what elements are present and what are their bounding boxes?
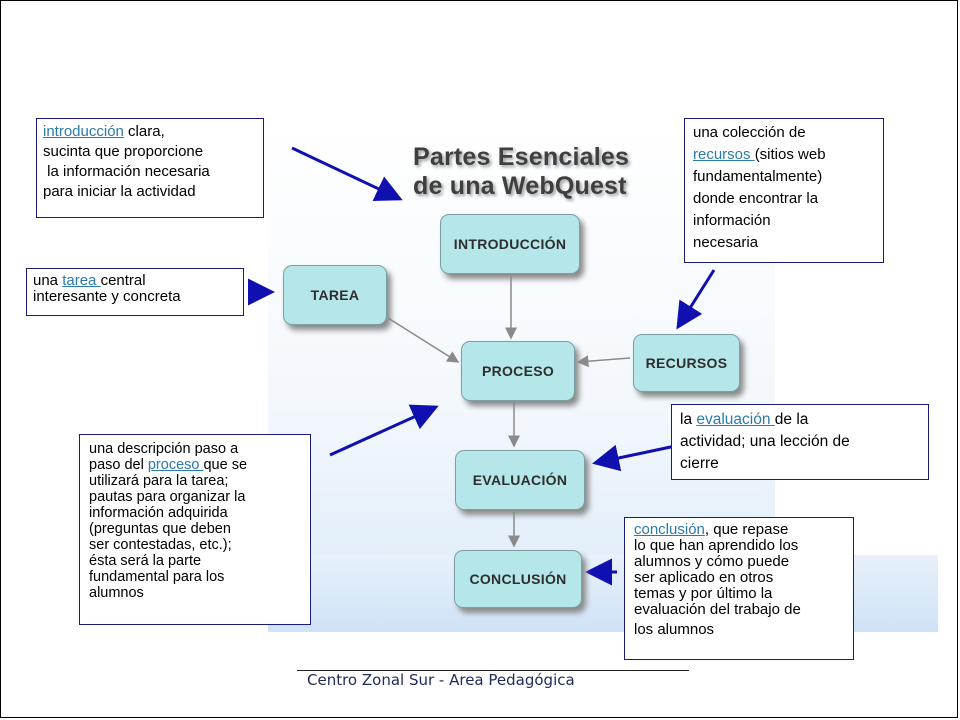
callout-proceso-line: fundamental para los [89,569,225,585]
arrow-introduccion [291,146,403,201]
callout-evaluacion-line: cierre [680,455,719,472]
callout-recursos-line1: una colección de [693,124,806,141]
arrow-proceso [329,404,439,457]
callout-conclusion-line: evaluación del trabajo de [634,601,801,618]
callout-recursos-after: (sitios web [754,146,826,163]
callout-introduccion-line4: para iniciar la actividad [43,183,196,200]
link-conclusion[interactable]: conclusión [634,521,705,538]
callout-recursos-line: donde encontrar la [693,190,819,207]
callout-conclusion-line: alumnos y cómo puede [634,553,790,570]
callout-evaluacion-before: la [680,411,697,428]
callout-recursos-line: fundamentalmente) [693,168,823,185]
callout-tarea-before: una [33,272,63,289]
node-introduccion-label: INTRODUCCIÓN [453,236,567,252]
arrow-evaluacion [592,443,681,472]
callout-recursos: una colección de recursos (sitios web fu… [684,118,884,263]
footer-text: Centro Zonal Sur - Area Pedagógica [307,671,575,689]
node-evaluacion-label: EVALUACIÓN [472,472,568,488]
callout-proceso-line: ésta será la parte [89,553,202,569]
callout-tarea-after: central [100,272,146,289]
connector-tarea-proceso [387,317,460,363]
connector-recursos-proceso [576,355,631,368]
callout-recursos-line: información [693,212,771,229]
footer-divider [297,670,689,671]
link-evaluacion[interactable]: evaluación [696,411,775,428]
callout-conclusion-line: los alumnos [634,621,715,638]
callout-evaluacion-after: de la [774,411,809,428]
callout-proceso-line: información adquirida [89,505,228,521]
callout-conclusion-line: lo que han aprendido los [634,537,799,554]
node-recursos: RECURSOS [633,334,740,392]
diagram-title-line1: Partes Esenciales [413,143,630,171]
callout-tarea-line2: interesante y concreta [33,288,181,305]
callout-proceso-line: pautas para organizar la [89,489,246,505]
callout-proceso-line: ser contestadas, etc.); [89,537,232,553]
callout-proceso-line: alumnos [89,585,144,601]
node-tarea: TAREA [283,265,387,325]
callout-proceso-line: utilizará para la tarea; [89,473,229,489]
node-tarea-label: TAREA [310,287,360,303]
callout-proceso-after: que se [203,457,248,473]
callout-introduccion: introducción clara, sucinta que proporci… [36,118,264,218]
callout-introduccion-text: clara, [123,123,165,140]
arrow-recursos [676,269,716,330]
callout-introduccion-line3: la información necesaria [43,163,210,180]
callout-tarea: una tarea central interesante y concreta [26,268,244,316]
diagram-title-line2: de una WebQuest [413,172,627,200]
diagram-title: Partes Esenciales de una WebQuest [413,143,633,201]
link-proceso[interactable]: proceso [147,457,204,473]
callout-recursos-line: necesaria [693,234,759,251]
node-proceso: PROCESO [461,341,575,401]
callout-conclusion-line: ser aplicado en otros [634,569,774,586]
callout-proceso-before: paso del [89,457,148,473]
node-evaluacion: EVALUACIÓN [455,450,585,510]
callout-introduccion-line2: sucinta que proporcione [43,143,204,160]
callout-conclusion-line: temas y por último la [634,585,773,602]
callout-proceso-line1: una descripción paso a [89,441,239,457]
node-introduccion: INTRODUCCIÓN [440,214,580,274]
node-proceso-label: PROCESO [481,363,555,379]
callout-evaluacion: la evaluación de la actividad; una lecci… [671,404,929,480]
node-recursos-label: RECURSOS [645,355,728,371]
callout-proceso: una descripción paso a paso del proceso … [79,434,311,625]
callout-conclusion: conclusión, que repase lo que han aprend… [624,517,854,660]
callout-evaluacion-line: actividad; una lección de [680,433,850,450]
link-introduccion[interactable]: introducción [43,123,124,140]
link-tarea[interactable]: tarea [62,272,101,289]
link-recursos[interactable]: recursos [693,146,755,163]
callout-conclusion-after: , que repase [704,521,789,538]
node-conclusion: CONCLUSIÓN [454,550,582,608]
callout-proceso-line: (preguntas que deben [89,521,231,537]
node-conclusion-label: CONCLUSIÓN [469,571,567,587]
